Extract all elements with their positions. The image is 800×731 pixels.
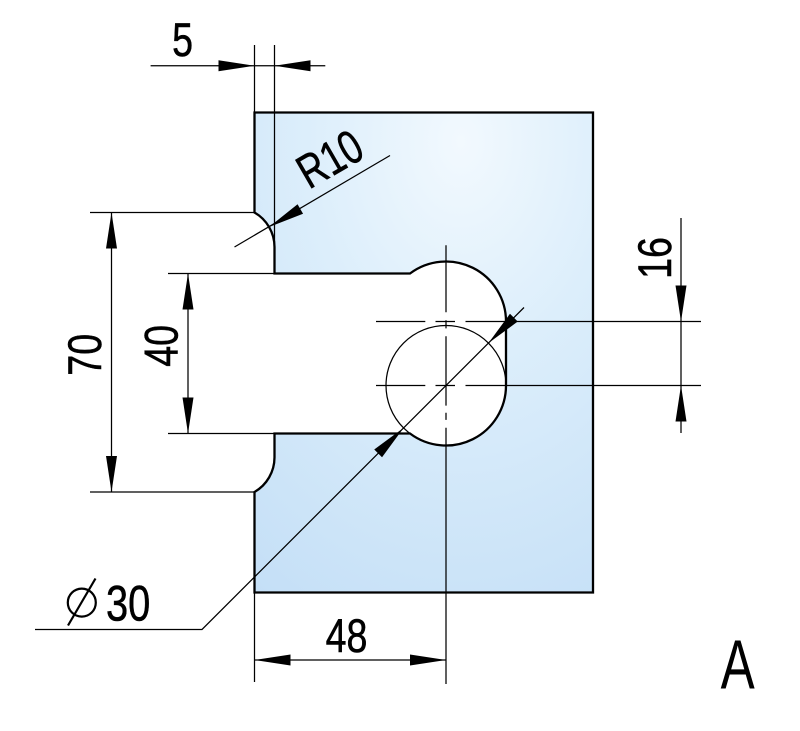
svg-text:30: 30 <box>106 576 150 632</box>
svg-text:48: 48 <box>326 610 368 663</box>
svg-text:70: 70 <box>59 334 112 376</box>
svg-text:A: A <box>721 626 755 704</box>
svg-text:40: 40 <box>135 325 188 367</box>
svg-text:5: 5 <box>172 14 193 67</box>
svg-text:16: 16 <box>629 237 682 279</box>
